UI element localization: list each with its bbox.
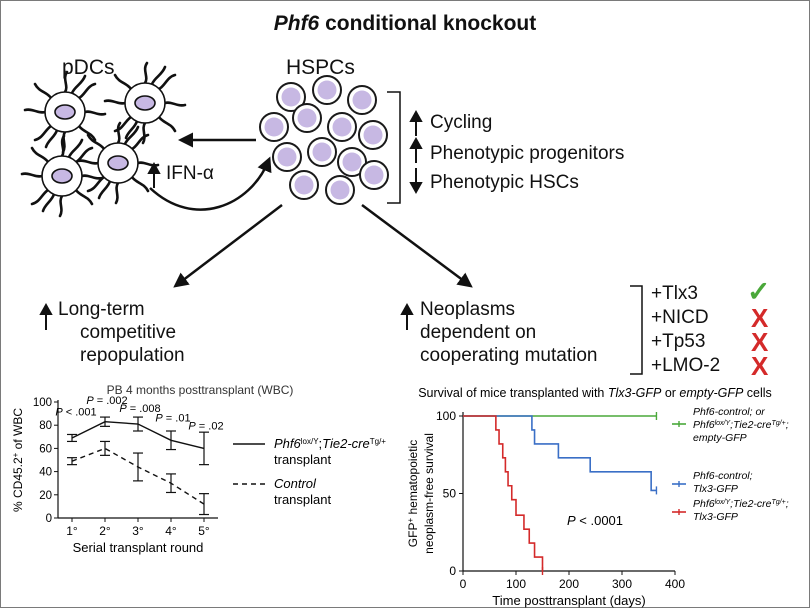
chart2-y-tick-label: 50 <box>443 487 457 501</box>
chart2-x-tick-label: 300 <box>612 577 632 591</box>
mutations-bracket <box>630 285 643 375</box>
chart1-legend-label-line2: transplant <box>274 452 331 467</box>
x-mark-icon: X <box>751 327 769 357</box>
survival-chart: Survival of mice transplanted with Tlx3-… <box>406 386 789 608</box>
chart2-y-axis-label-line2: neoplasm-free survival <box>422 433 436 554</box>
chimerism-chart: PB 4 months posttransplant (WBC) 0 20 40 60 8… <box>11 383 387 555</box>
mutation-tlx3: +Tlx3✓ <box>651 276 771 307</box>
chart1-x-tick-label: 1° <box>66 524 78 538</box>
chart1-y-tick-label: 60 <box>39 443 52 455</box>
chart1-legend-label: Phf6lox/Y;Tie2-creTg/+ <box>274 436 386 451</box>
chart1-p-value: P = .01 <box>155 412 190 424</box>
figure-title: Phf6 conditional knockout <box>273 12 537 35</box>
chart2-title: Survival of mice transplanted with Tlx3-… <box>418 386 772 400</box>
arrow-to-neoplasms <box>361 203 473 288</box>
chart2-x-axis-label: Time posttransplant (days) <box>492 593 645 608</box>
chart1-x-axis-label: Serial transplant round <box>73 540 204 555</box>
chart1-y-tick-label: 100 <box>33 397 52 409</box>
chart1-x-tick-label: 2° <box>99 524 111 538</box>
chart1-y-tick-label: 20 <box>39 490 52 502</box>
ifn-alpha-label: IFN-α <box>166 163 214 184</box>
effect-arrows <box>39 109 423 330</box>
chart2-legend-label: empty-GFP <box>693 432 747 444</box>
chart1-y-tick-label: 40 <box>39 467 52 479</box>
chart2-x-tick-label: 0 <box>460 577 467 591</box>
arrow-pdc-to-hspc <box>149 156 272 211</box>
chart2-legend-label: Phf6-control; or <box>693 406 765 418</box>
chart1-x-tick-label: 3° <box>132 524 144 538</box>
pdcs-label: pDCs <box>62 56 115 79</box>
longterm-repopulation-text: Long-term competitive repopulation <box>58 299 185 367</box>
chart2-series-3-line <box>463 415 544 571</box>
chart2-y-tick-label: 0 <box>449 564 456 578</box>
pdc-cell-2 <box>103 61 187 145</box>
chart1-y-tick-label: 80 <box>39 420 52 432</box>
chart2-p-value: P < .0001 <box>567 513 623 528</box>
chart1-p-value: P = .002 <box>86 395 127 407</box>
chart2-x-tick-label: 100 <box>506 577 526 591</box>
hspc-cluster <box>259 75 389 205</box>
effect-hscs: Phenotypic HSCs <box>430 172 579 193</box>
pdc-cell-3 <box>20 134 104 218</box>
x-mark-icon: X <box>751 303 769 333</box>
effect-cycling: Cycling <box>430 112 493 133</box>
effects-bracket <box>387 91 401 204</box>
chart1-y-axis-label: % CD45.2+ of WBC <box>11 408 26 512</box>
chart2-y-axis-label-line1: GFP+ hematopoietic <box>406 440 421 547</box>
x-mark-icon: X <box>751 351 769 381</box>
chart2-legend-label: Tlx3-GFP <box>693 511 738 523</box>
chart2-series-2-line <box>463 415 657 492</box>
chart2-x-tick-label: 200 <box>559 577 579 591</box>
chart2-legend-label: Tlx3-GFP <box>693 483 738 495</box>
effect-progenitors: Phenotypic progenitors <box>430 143 625 164</box>
chart2-y-tick-label: 100 <box>436 409 456 423</box>
chart1-p-value: P = .02 <box>188 421 223 433</box>
arrow-to-repopulation <box>173 204 283 288</box>
chart1-x-tick-label: 5° <box>198 524 210 538</box>
chart1-y-tick-label: 0 <box>46 513 52 525</box>
chart1-x-tick-label: 4° <box>165 524 177 538</box>
chart2-legend-label: Phf6-control; <box>693 470 753 482</box>
chart1-title: PB 4 months posttransplant (WBC) <box>107 383 294 397</box>
chart2-legend-label: Phf6lox/Y;Tie2-creTg/+; <box>693 498 789 510</box>
chart1-legend-label-line2: transplant <box>274 492 331 507</box>
chart2-legend-label: Phf6lox/Y;Tie2-creTg/+; <box>693 419 789 431</box>
hspcs-label: HSPCs <box>286 56 355 79</box>
chart2-x-tick-label: 400 <box>665 577 685 591</box>
chart1-legend-label: Control <box>274 476 317 491</box>
check-icon: ✓ <box>747 276 771 307</box>
neoplasms-text: Neoplasms dependent on cooperating mutat… <box>420 299 598 367</box>
chart1-p-value: P < .001 <box>55 407 96 419</box>
chart1-p-value: P = .008 <box>119 403 160 415</box>
